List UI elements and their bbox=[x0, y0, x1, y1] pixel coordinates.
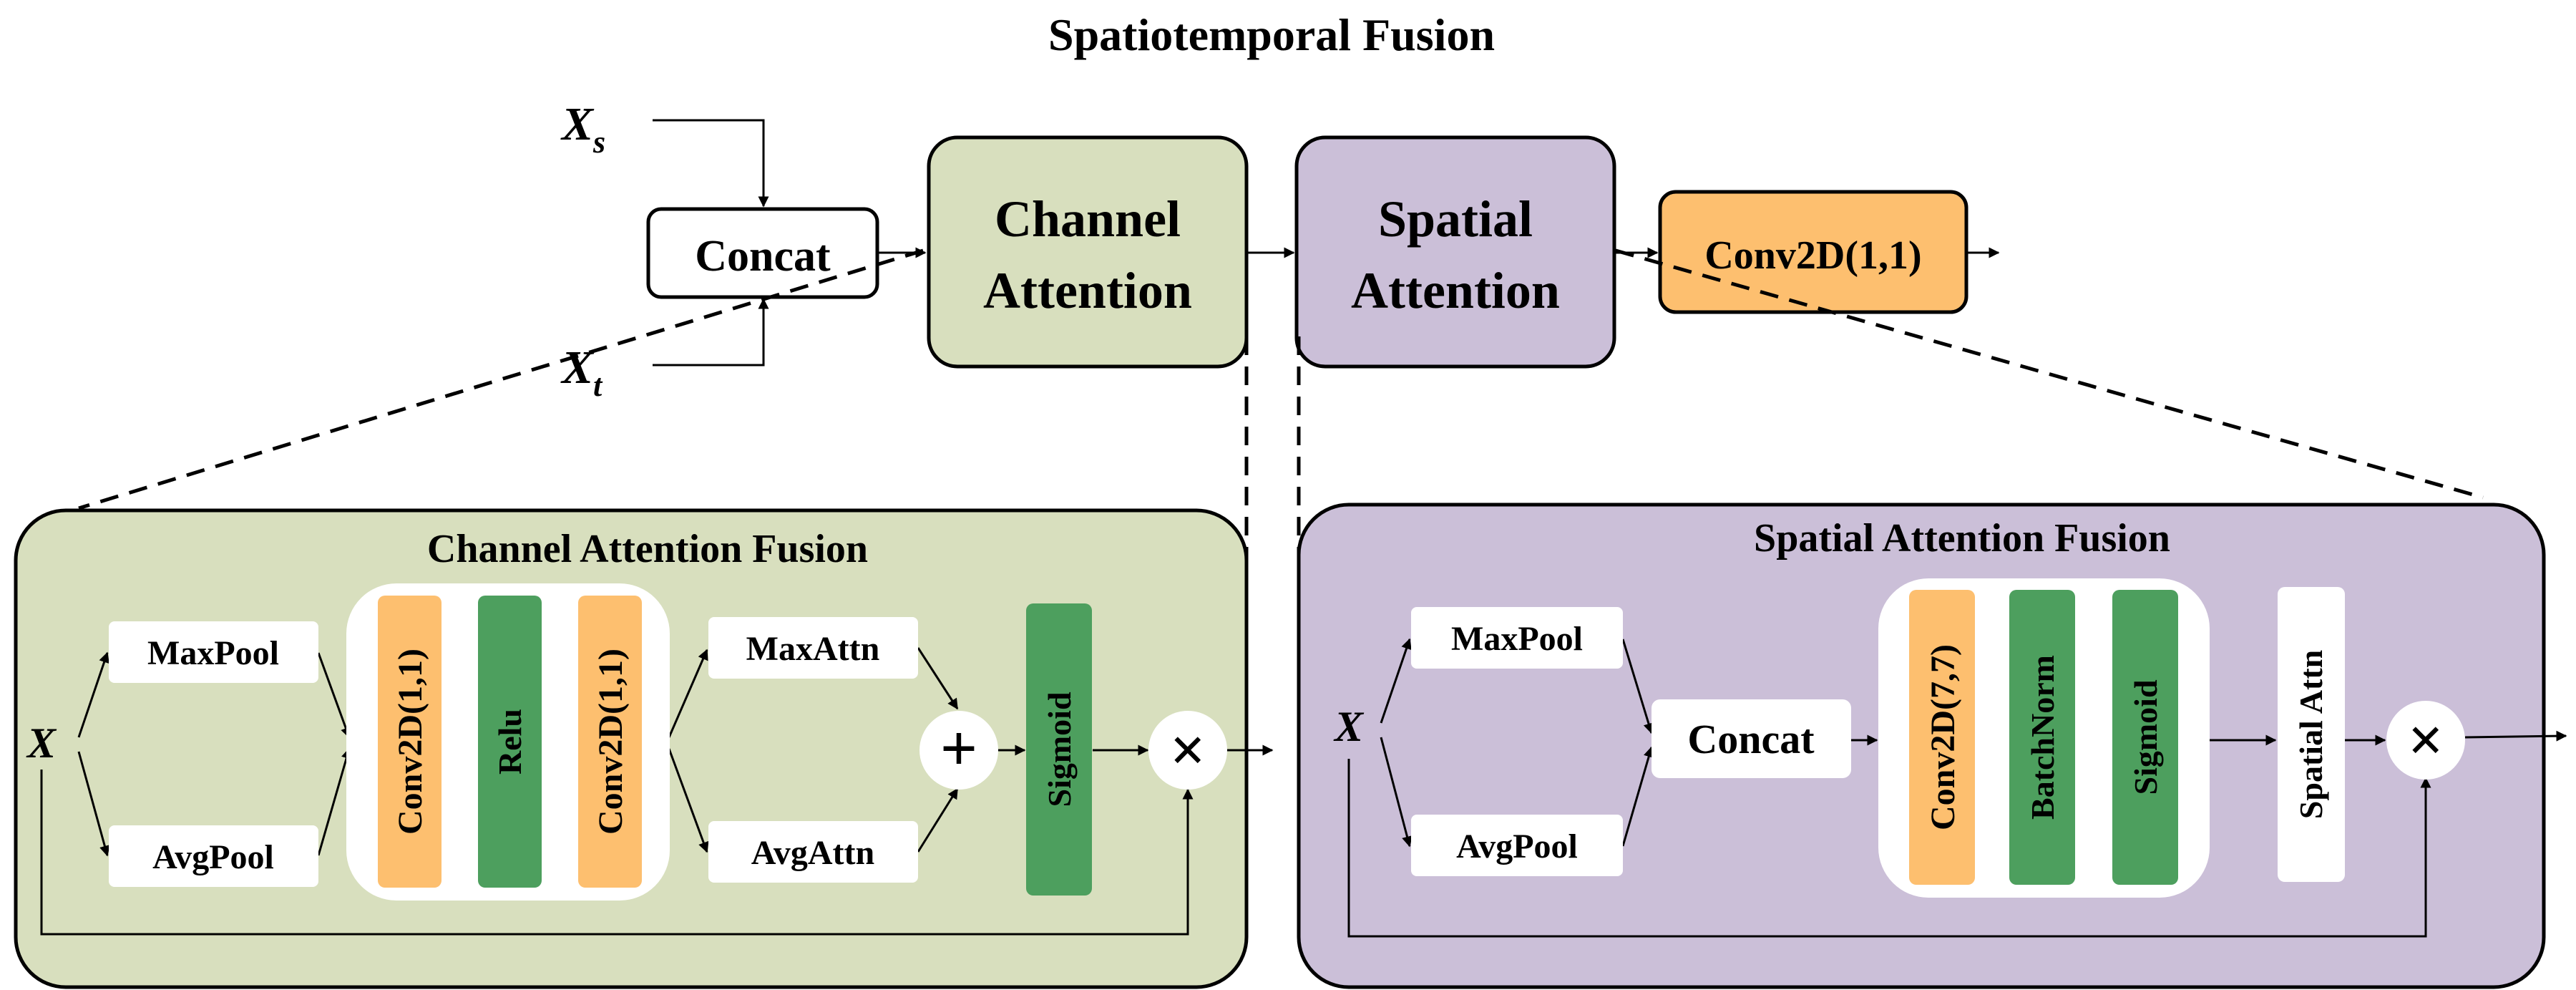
channel-panel-title: Channel Attention Fusion bbox=[427, 527, 868, 571]
spatial-attention-fusion-panel: Spatial Attention Fusion X MaxPool AvgPo… bbox=[1297, 503, 2567, 989]
svg-text:MaxPool: MaxPool bbox=[1451, 620, 1583, 658]
channel-conv2-block: Conv2D(1,1) bbox=[578, 596, 642, 888]
channel-sigmoid-block: Sigmoid bbox=[1026, 603, 1092, 896]
spatial-maxpool-box: MaxPool bbox=[1411, 607, 1623, 669]
svg-text:Concat: Concat bbox=[1687, 716, 1815, 762]
spatial-batchnorm-block: BatchNorm bbox=[2009, 590, 2075, 885]
svg-text:Spatial: Spatial bbox=[1378, 190, 1533, 248]
svg-text:Concat: Concat bbox=[695, 232, 831, 281]
svg-text:+: + bbox=[940, 712, 977, 785]
svg-text:AvgAttn: AvgAttn bbox=[751, 834, 874, 872]
channel-attention-box: Channel Attention bbox=[927, 135, 1249, 369]
spatial-attn-box: Spatial Attn bbox=[2278, 587, 2345, 882]
channel-input-x: X bbox=[26, 719, 57, 767]
top-connectors bbox=[653, 119, 2000, 367]
spatial-concat-box: Concat bbox=[1652, 699, 1851, 778]
svg-text:Xt: Xt bbox=[560, 341, 603, 403]
svg-text:Attention: Attention bbox=[983, 262, 1192, 319]
svg-text:×: × bbox=[1170, 716, 1206, 785]
channel-relu-block: Relu bbox=[478, 596, 542, 888]
spatial-multiply-node: × bbox=[2386, 701, 2465, 780]
svg-text:Conv2D(1,1): Conv2D(1,1) bbox=[391, 649, 429, 835]
svg-text:Conv2D(1,1): Conv2D(1,1) bbox=[1704, 233, 1921, 278]
spatial-input-x: X bbox=[1333, 703, 1365, 750]
channel-maxattn-box: MaxAttn bbox=[708, 617, 918, 679]
channel-avgpool-box: AvgPool bbox=[109, 825, 318, 887]
channel-maxpool-box: MaxPool bbox=[109, 621, 318, 683]
zoom-dashed-lines bbox=[78, 248, 2484, 580]
diagram-title: Spatiotemporal Fusion bbox=[1048, 9, 1495, 60]
spatial-panel-connectors bbox=[1347, 638, 2567, 938]
spatial-conv-container: Conv2D(7,7) BatchNorm Sigmoid bbox=[1878, 578, 2210, 898]
channel-attention-fusion-panel: Channel Attention Fusion X MaxPool AvgP bbox=[14, 508, 1274, 989]
svg-text:Attention: Attention bbox=[1351, 262, 1560, 319]
svg-text:Spatial Attn: Spatial Attn bbox=[2293, 650, 2329, 819]
svg-text:Sigmoid: Sigmoid bbox=[1041, 691, 1078, 807]
spatial-conv-block: Conv2D(7,7) bbox=[1909, 590, 1975, 885]
channel-mlp-container: Conv2D(1,1) Relu Conv2D(1,1) bbox=[346, 583, 670, 901]
xs-input-label: Xs bbox=[560, 98, 605, 160]
svg-text:Conv2D(7,7): Conv2D(7,7) bbox=[1924, 644, 1962, 830]
channel-panel-connectors bbox=[40, 647, 1274, 936]
svg-text:Xs: Xs bbox=[560, 98, 605, 160]
svg-text:Channel: Channel bbox=[995, 190, 1181, 248]
svg-text:Sigmoid: Sigmoid bbox=[2127, 679, 2164, 795]
channel-avgattn-box: AvgAttn bbox=[708, 821, 918, 883]
svg-text:Conv2D(1,1): Conv2D(1,1) bbox=[592, 649, 630, 835]
spatial-panel-title: Spatial Attention Fusion bbox=[1754, 516, 2170, 560]
svg-text:×: × bbox=[2408, 706, 2444, 775]
svg-text:MaxAttn: MaxAttn bbox=[746, 630, 880, 668]
spatial-attention-box: Spatial Attention bbox=[1294, 135, 1616, 369]
concat-box: Concat bbox=[646, 207, 879, 299]
svg-text:AvgPool: AvgPool bbox=[1456, 828, 1578, 865]
channel-conv1-block: Conv2D(1,1) bbox=[378, 596, 441, 888]
spatial-sigmoid-block: Sigmoid bbox=[2112, 590, 2178, 885]
spatial-avgpool-box: AvgPool bbox=[1411, 815, 1623, 876]
xt-input-label: Xt bbox=[560, 341, 603, 403]
conv-output-box: Conv2D(1,1) bbox=[1658, 190, 1968, 314]
svg-text:Relu: Relu bbox=[492, 709, 528, 775]
channel-add-node: + bbox=[919, 711, 998, 790]
channel-multiply-node: × bbox=[1148, 711, 1227, 790]
svg-text:MaxPool: MaxPool bbox=[147, 634, 279, 672]
xs-arrow bbox=[653, 119, 769, 208]
svg-text:BatchNorm: BatchNorm bbox=[2024, 655, 2061, 820]
svg-text:AvgPool: AvgPool bbox=[152, 838, 274, 876]
xt-arrow bbox=[653, 298, 769, 367]
